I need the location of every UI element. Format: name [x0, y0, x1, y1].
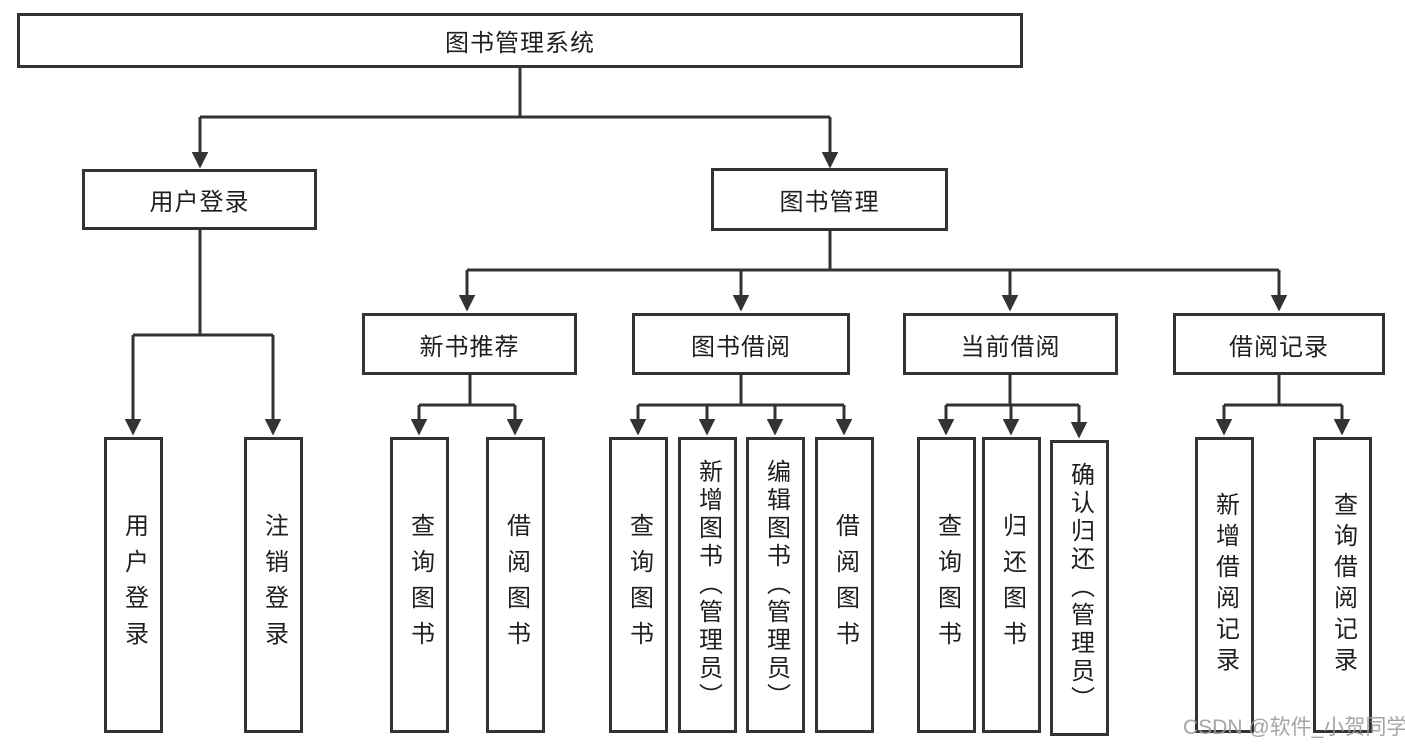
- leaf-borrow-books-borrow: 借阅图书: [815, 437, 874, 733]
- node-borrow-records: 借阅记录: [1173, 313, 1385, 375]
- leaf-edit-books-admin: 编辑图书（管理员）: [746, 437, 805, 733]
- leaf-add-books-admin-label: 新增图书（管理员）: [694, 459, 722, 711]
- leaf-return-books: 归还图书: [982, 437, 1041, 733]
- leaf-query-borrow-record: 查询借阅记录: [1313, 437, 1372, 733]
- leaf-query-books-borrow-label: 查询图书: [625, 513, 653, 657]
- leaf-add-books-admin: 新增图书（管理员）: [678, 437, 737, 733]
- leaf-borrow-books-recommend-label: 借阅图书: [502, 513, 530, 657]
- leaf-query-books-current: 查询图书: [917, 437, 976, 733]
- leaf-borrow-books-recommend: 借阅图书: [486, 437, 545, 733]
- leaf-edit-books-admin-label: 编辑图书（管理员）: [762, 459, 790, 711]
- leaf-add-borrow-record-label: 新增借阅记录: [1211, 492, 1239, 678]
- node-current-borrow: 当前借阅: [903, 313, 1118, 375]
- leaf-user-login: 用户登录: [104, 437, 163, 733]
- node-book-management: 图书管理: [711, 168, 948, 231]
- leaf-return-books-label: 归还图书: [998, 513, 1026, 657]
- node-book-borrow: 图书借阅: [632, 313, 850, 375]
- leaf-borrow-books-borrow-label: 借阅图书: [831, 513, 859, 657]
- leaf-confirm-return-admin-label: 确认归还（管理员）: [1066, 462, 1094, 714]
- node-new-book-recommend: 新书推荐: [362, 313, 577, 375]
- node-user-login: 用户登录: [82, 169, 317, 230]
- leaf-query-books-recommend-label: 查询图书: [406, 513, 434, 657]
- leaf-query-books-borrow: 查询图书: [609, 437, 668, 733]
- leaf-query-books-current-label: 查询图书: [933, 513, 961, 657]
- leaf-logout-label: 注销登录: [260, 513, 288, 657]
- leaf-confirm-return-admin: 确认归还（管理员）: [1050, 440, 1109, 736]
- csdn-watermark: CSDN @软件_小贺同学: [1183, 716, 1405, 739]
- leaf-query-borrow-record-label: 查询借阅记录: [1329, 492, 1357, 678]
- leaf-add-borrow-record: 新增借阅记录: [1195, 437, 1254, 733]
- leaf-query-books-recommend: 查询图书: [390, 437, 449, 733]
- leaf-logout: 注销登录: [244, 437, 303, 733]
- leaf-user-login-label: 用户登录: [120, 513, 148, 657]
- node-root: 图书管理系统: [17, 13, 1023, 68]
